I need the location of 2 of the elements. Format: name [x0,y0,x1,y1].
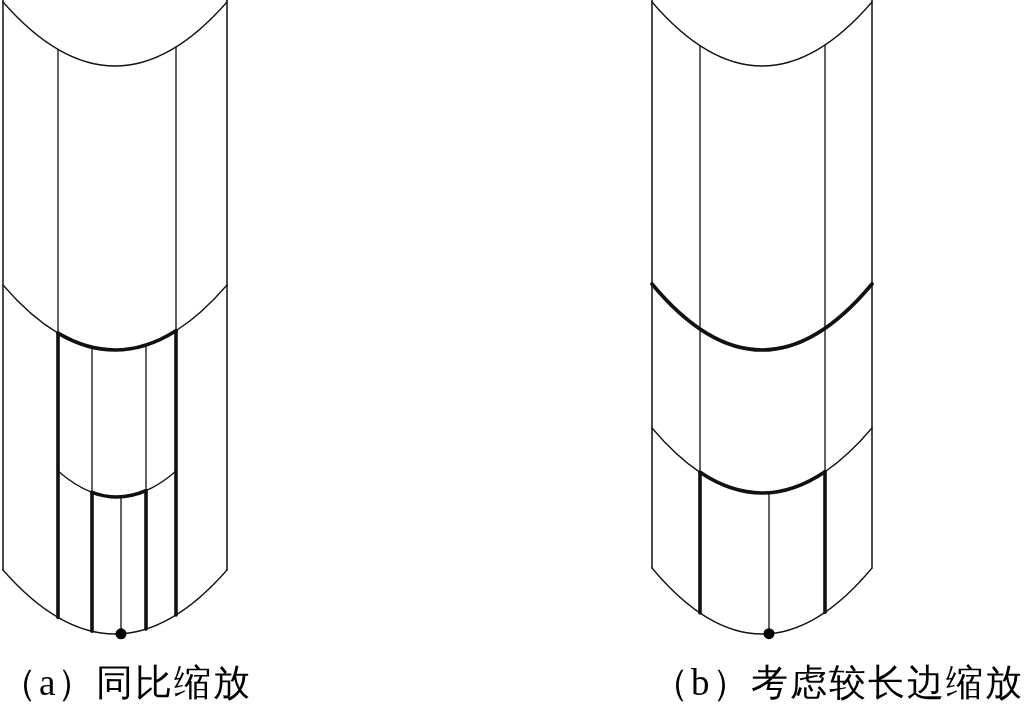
caption: （a）同比缩放 [0,661,253,705]
caption: （b）考虑较长边缩放 [652,661,1024,705]
